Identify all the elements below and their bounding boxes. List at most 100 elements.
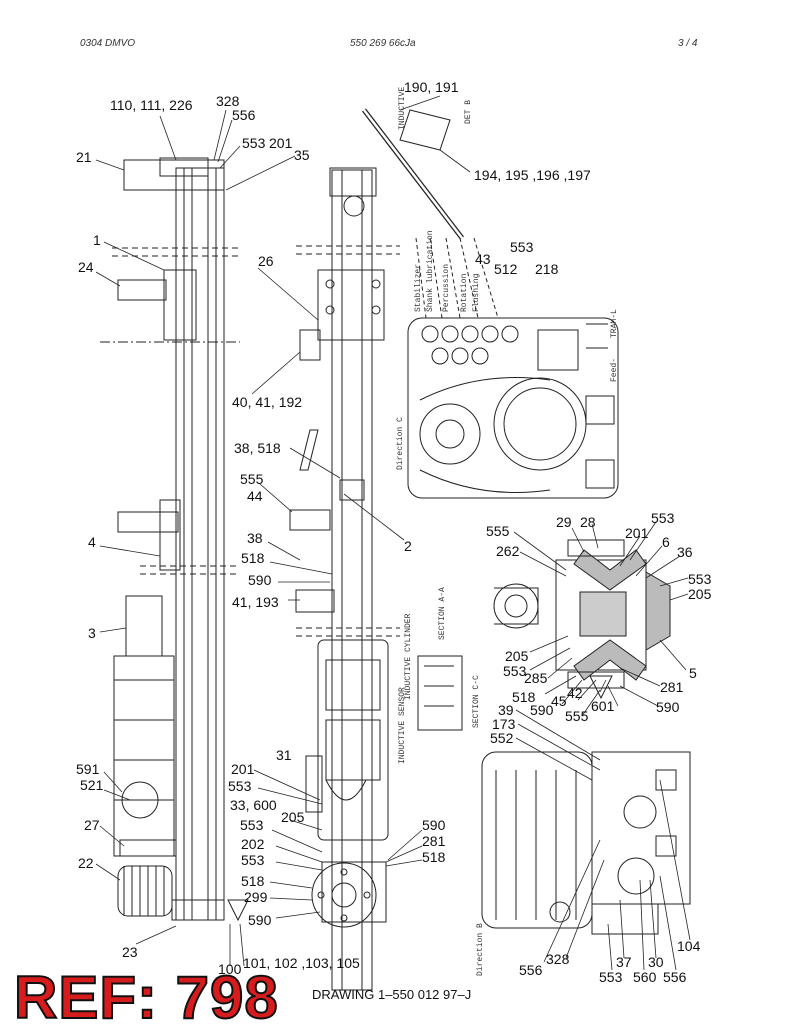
callout-101: 101, 102 ,103, 105 <box>243 955 360 971</box>
header-doc-code: 0304 DMVO <box>80 38 136 49</box>
inductive-label: INDUCTIVE <box>398 86 407 130</box>
callout-194: 194, 195 ,196 ,197 <box>474 167 591 183</box>
callout-521: 521 <box>80 777 104 793</box>
callout-601: 601 <box>591 698 615 714</box>
callout-37: 37 <box>616 954 632 970</box>
callout-205: 205 <box>281 809 305 825</box>
callout-21: 21 <box>76 149 92 165</box>
callout-44: 44 <box>247 488 263 504</box>
callout-518: 518 <box>512 689 536 705</box>
callout-553: 553 <box>510 239 534 255</box>
direction-b-label: Direction B <box>476 923 485 976</box>
callout-2: 2 <box>404 538 412 554</box>
section-a-a <box>493 539 671 700</box>
callout-201: 201 <box>269 135 293 151</box>
callout-31: 31 <box>276 747 292 763</box>
callout-201: 201 <box>231 761 255 777</box>
callout-590: 590 <box>530 702 554 718</box>
detail-b-label: DET B <box>464 99 473 124</box>
callout-553: 553 <box>242 135 266 151</box>
callout-29: 29 <box>556 514 572 530</box>
ref-stamp: REF: 798 <box>13 964 279 1031</box>
callout-590: 590 <box>248 912 272 928</box>
callout-205: 205 <box>505 648 529 664</box>
callout-6: 6 <box>662 534 670 550</box>
callout-33-600: 33, 600 <box>230 797 277 813</box>
callout-100: 100 <box>218 961 242 977</box>
callout-110: 110, 111, 226 <box>110 97 193 113</box>
inductive-sensor-label: INDUCTIVE SENSOR <box>398 687 407 764</box>
callout-553: 553 <box>503 663 527 679</box>
header-part-number: 550 269 66cJa <box>350 38 416 49</box>
section-c-c-label: SECTION C-C <box>472 675 481 728</box>
callout-173: 173 <box>492 716 516 732</box>
section-a-a-label: SECTION A-A <box>438 587 447 640</box>
callout-590: 590 <box>248 572 272 588</box>
callout-5: 5 <box>689 665 697 681</box>
callout-23: 23 <box>122 944 138 960</box>
callout-560: 560 <box>633 969 657 985</box>
drawing-title: DRAWING 1–550 012 97–J <box>312 987 472 1002</box>
callout-4: 4 <box>88 534 96 550</box>
callout-262: 262 <box>496 543 520 559</box>
callout-43: 43 <box>475 251 491 267</box>
callout-39: 39 <box>498 702 514 718</box>
callout-591: 591 <box>76 761 100 777</box>
direction-c-label: Direction C <box>396 417 405 470</box>
gear-flange <box>311 861 387 928</box>
callout-555: 555 <box>565 708 589 724</box>
pulley-wheel <box>117 865 173 917</box>
callout-552: 552 <box>490 730 514 746</box>
callout-285: 285 <box>524 670 548 686</box>
callout-202: 202 <box>241 836 265 852</box>
callout-328: 328 <box>216 93 240 109</box>
callout-553: 553 <box>241 852 265 868</box>
callout-201: 201 <box>625 525 649 541</box>
callout-590: 590 <box>656 699 680 715</box>
callout-518: 518 <box>422 849 446 865</box>
callout-40: 40, 41, 192 <box>232 394 303 410</box>
callout-3: 3 <box>88 625 96 641</box>
header-page-number: 3 / 4 <box>678 38 698 49</box>
callout-281: 281 <box>422 833 446 849</box>
callout-553: 553 <box>228 778 252 794</box>
flushing-label: Flushing <box>472 273 481 312</box>
callout-28: 28 <box>580 514 596 530</box>
callout-590: 590 <box>422 817 446 833</box>
feed-beam-left <box>100 157 240 921</box>
callout-27: 27 <box>84 817 100 833</box>
callout-190: 190, 191 <box>404 79 459 95</box>
callout-553: 553 <box>651 510 675 526</box>
callout-556: 556 <box>519 962 543 978</box>
callout-512: 512 <box>494 261 518 277</box>
shank-lubrication-label: Shank lubrication <box>426 230 435 312</box>
callout-299: 299 <box>244 889 268 905</box>
callout-42: 42 <box>567 685 583 701</box>
callout-205: 205 <box>688 586 712 602</box>
callout-556: 556 <box>663 969 687 985</box>
callout-518: 518 <box>241 873 265 889</box>
callout-518: 518 <box>241 550 265 566</box>
feed-label: Feed- <box>610 357 619 382</box>
percussion-label: Percussion <box>442 263 451 312</box>
callout-281: 281 <box>660 679 684 695</box>
hose-detail <box>362 108 464 240</box>
callout-41: 41, 193 <box>232 594 279 610</box>
feed-beam-centre <box>289 167 385 991</box>
tram-l-label: TRAM-L <box>610 309 619 338</box>
callout-22: 22 <box>78 855 94 871</box>
callout-36: 36 <box>677 544 693 560</box>
callout-35: 35 <box>294 147 310 163</box>
callout-218: 218 <box>535 261 559 277</box>
callout-45: 45 <box>551 693 567 709</box>
callout-555: 555 <box>240 471 264 487</box>
callout-104: 104 <box>677 938 701 954</box>
callout-38-518: 38, 518 <box>234 440 281 456</box>
direction-c-view <box>407 237 619 499</box>
callout-553: 553 <box>599 969 623 985</box>
callout-556: 556 <box>232 107 256 123</box>
callout-26: 26 <box>258 253 274 269</box>
rock-drill-centre <box>305 639 389 841</box>
rock-drill-left <box>113 595 177 857</box>
